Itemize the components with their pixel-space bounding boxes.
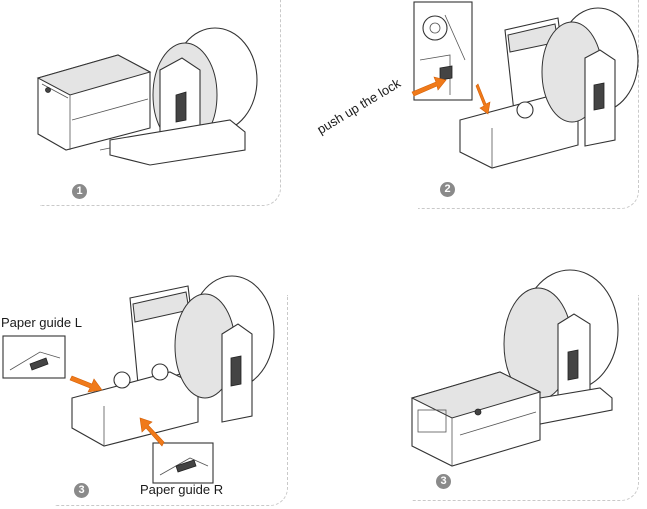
step-2-badge: 2 <box>440 182 455 197</box>
step-3-badge: 3 <box>74 483 89 498</box>
printer-paper-guides-illustration <box>0 260 300 509</box>
printer-closed-with-roll-illustration <box>0 0 290 215</box>
paper-guide-right-callout: Paper guide R <box>140 482 223 497</box>
step-1-badge: 1 <box>72 184 87 199</box>
paper-guide-left-callout: Paper guide L <box>1 315 82 330</box>
step-1-panel: 1 <box>0 0 290 215</box>
step-2-panel: push up the lock 2 <box>300 0 647 215</box>
step-4-panel: 3 <box>300 260 647 509</box>
printer-closed-loaded-illustration <box>300 260 647 509</box>
step-3-panel: Paper guide L 3 Paper guide R <box>0 260 300 509</box>
step-4-badge: 3 <box>436 474 451 489</box>
